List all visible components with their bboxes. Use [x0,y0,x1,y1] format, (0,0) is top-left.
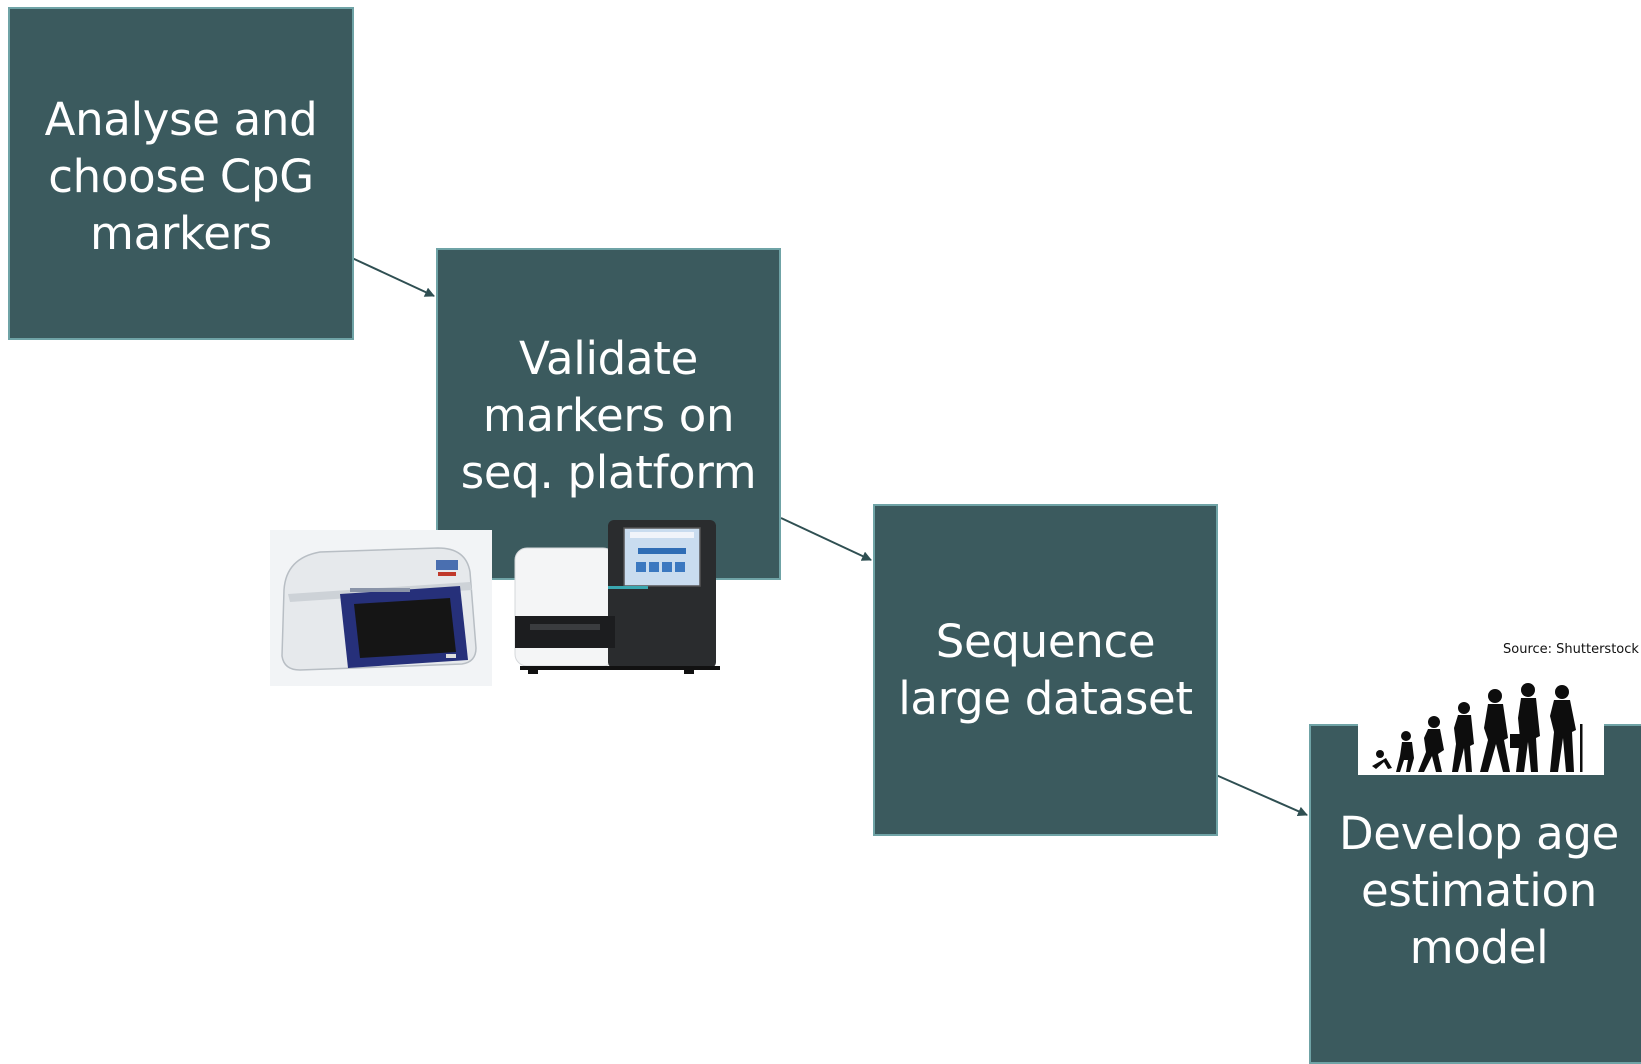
step-text-line: markers on [482,389,735,442]
step-text-line: Sequence [935,615,1156,668]
step-text-line: large dataset [898,672,1193,725]
step-develop-model: Develop age estimation model [1309,724,1641,1064]
step-validate-markers: Validate markers on seq. platform [436,248,781,580]
step-text-line: markers [90,207,272,260]
step-text-line: model [1409,921,1549,974]
step-text-line: seq. platform [460,446,757,499]
arrow-step3-to-step4 [1215,774,1308,816]
step-text-line: estimation [1361,864,1597,917]
step-text-line: Validate [519,332,698,385]
step-text-line: Analyse and [44,93,318,146]
arrow-step1-to-step2 [351,257,435,297]
pyrosequencer-image [270,530,492,686]
step-sequence-dataset: Sequence large dataset [873,504,1218,836]
image-source-caption: Source: Shutterstock [1503,642,1639,657]
sequencer-image [514,520,720,674]
age-progression-image [1358,668,1604,775]
step-analyse-markers: Analyse and choose CpG markers [8,7,354,340]
step-text-line: Develop age [1338,807,1620,860]
step-text-line: choose CpG [48,150,314,203]
arrow-step2-to-step3 [780,517,872,561]
